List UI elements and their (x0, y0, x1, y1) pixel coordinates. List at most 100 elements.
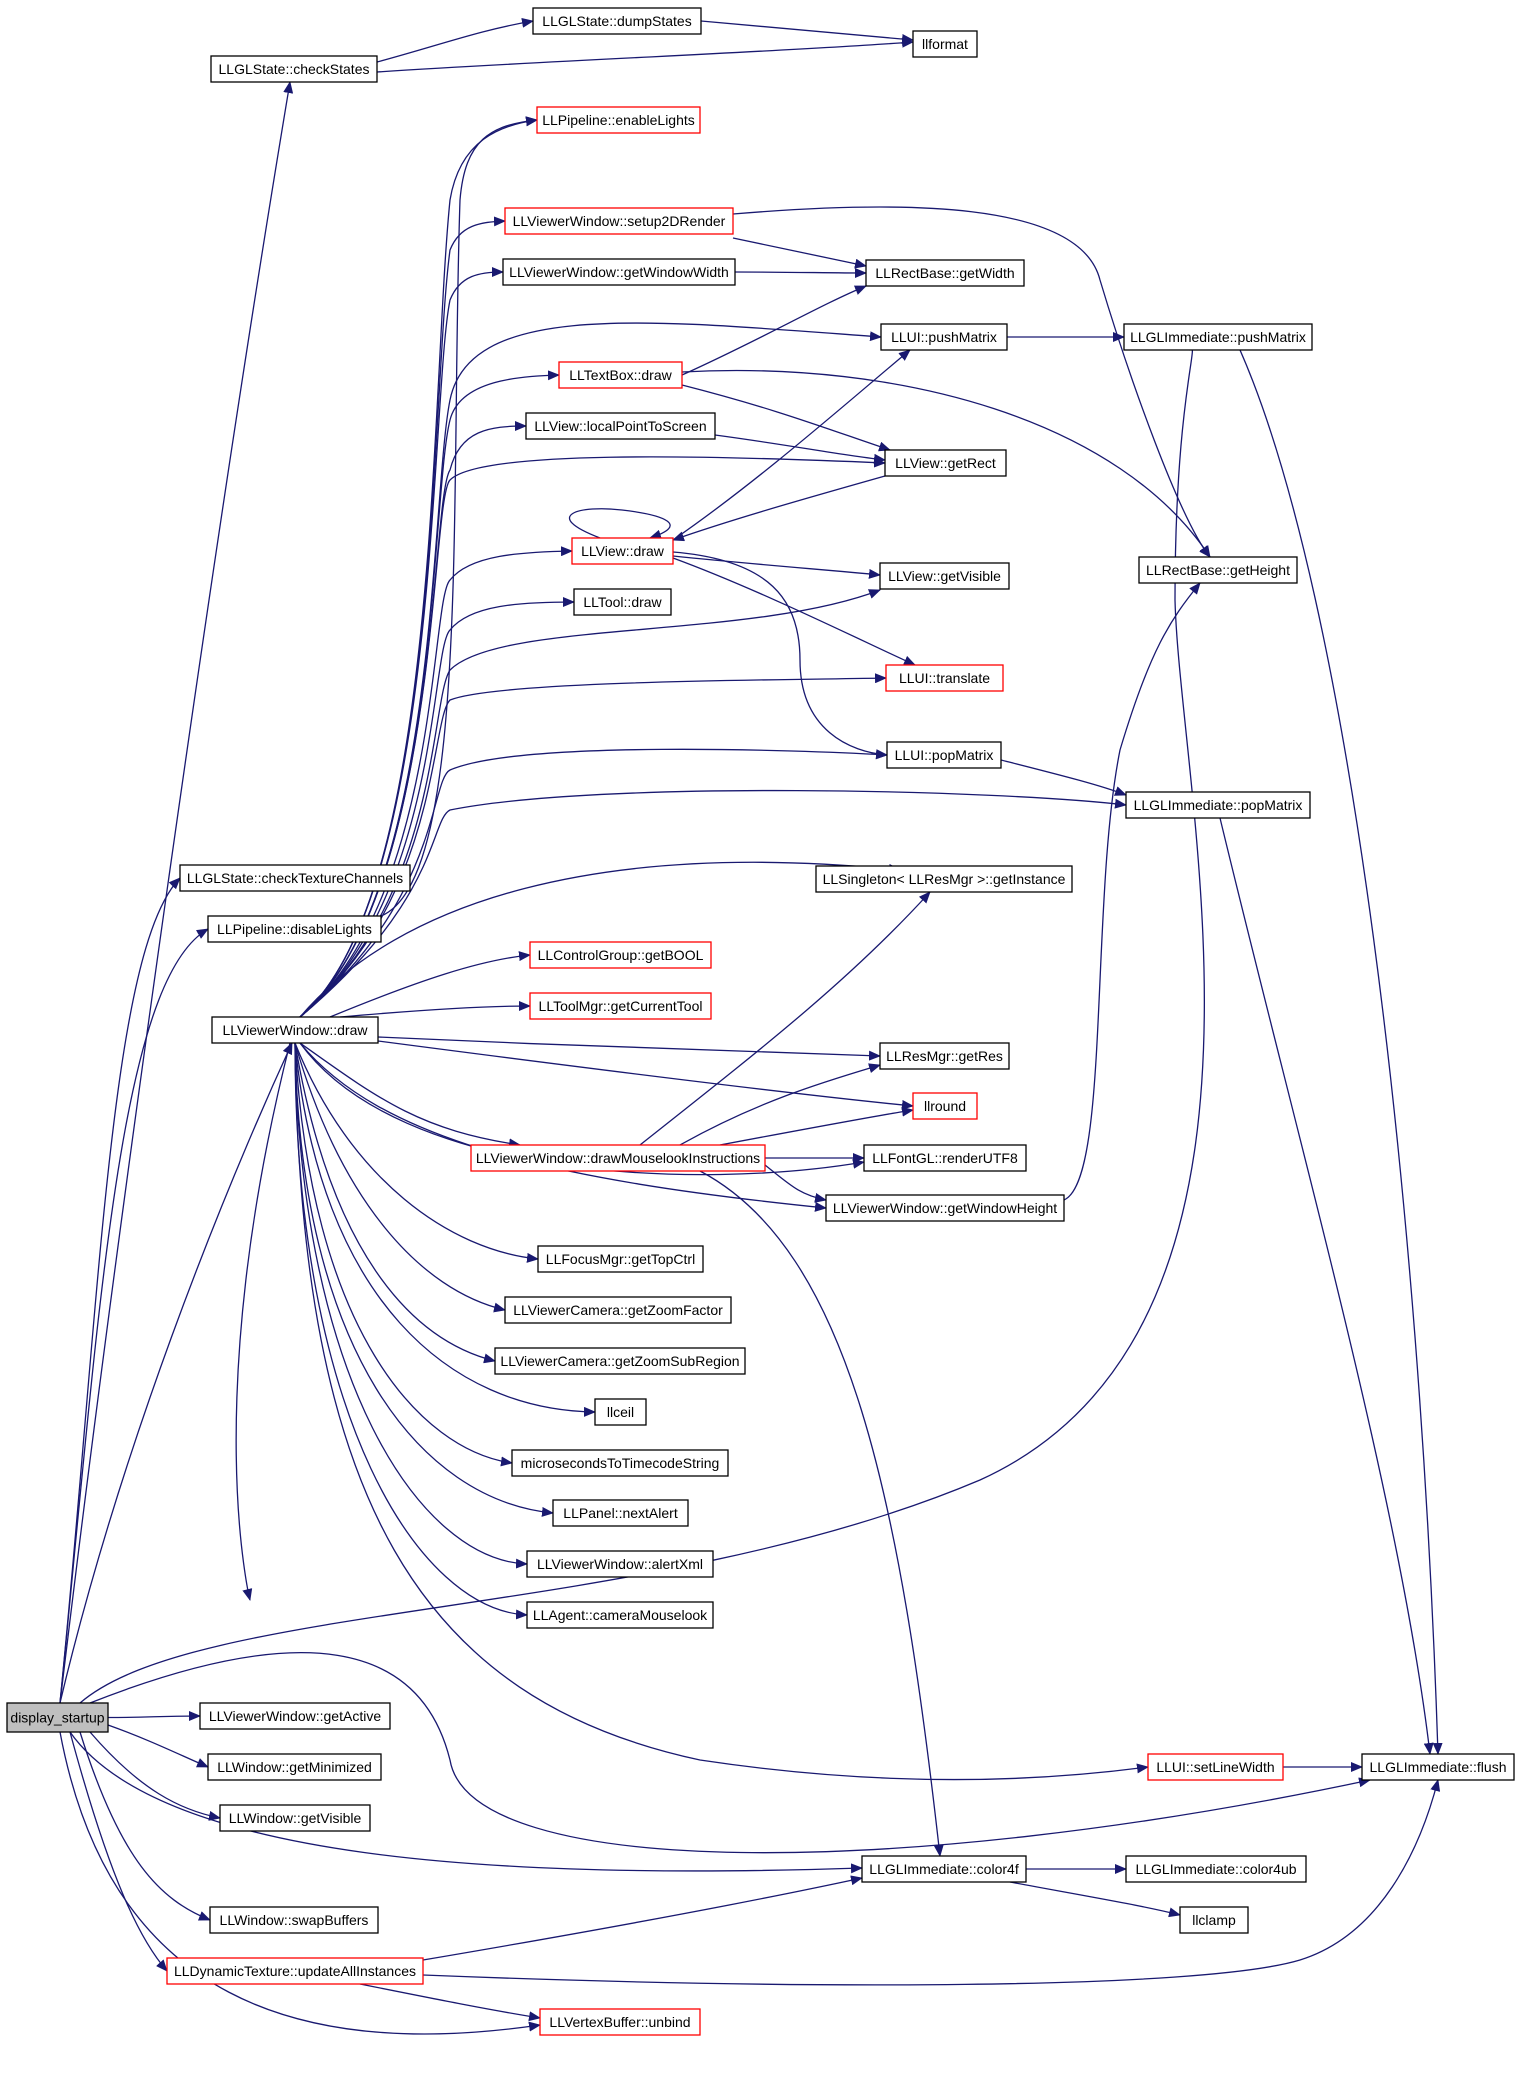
node-box (1361, 1753, 1515, 1781)
node-label: LLUI::pushMatrix (891, 329, 997, 345)
node-updateAllInstances[interactable]: LLDynamicTexture::updateAllInstances (166, 1957, 424, 1985)
edge-drawMouselook-to-getWindowHeight (764, 1164, 827, 1203)
node-llround[interactable]: llround (912, 1092, 978, 1120)
node-color4f[interactable]: LLGLImmediate::color4f (861, 1855, 1027, 1883)
node-textBoxDraw[interactable]: LLTextBox::draw (558, 361, 683, 389)
node-getRes[interactable]: LLResMgr::getRes (879, 1042, 1010, 1070)
node-label: LLDynamicTexture::updateAllInstances (174, 1963, 416, 1979)
node-translate[interactable]: LLUI::translate (885, 664, 1004, 692)
edge-uiPopMatrix-to-glPopMatrix (1000, 759, 1127, 796)
node-display_startup[interactable]: display_startup (6, 1702, 109, 1733)
node-box (1147, 1753, 1284, 1781)
node-getVisibleView[interactable]: LLView::getVisible (879, 562, 1010, 590)
node-getWindowWidth[interactable]: LLViewerWindow::getWindowWidth (502, 258, 736, 286)
node-renderUTF8[interactable]: LLFontGL::renderUTF8 (863, 1144, 1027, 1172)
node-color4ub[interactable]: LLGLImmediate::color4ub (1125, 1855, 1307, 1883)
edge-display_startup-to-color4f (69, 1731, 863, 1874)
node-label: LLGLImmediate::color4f (869, 1861, 1019, 1877)
edge-setup2DRender-to-getHeight (732, 206, 1211, 558)
node-localPointToScreen[interactable]: LLView::localPointToScreen (525, 412, 716, 440)
node-box (504, 1296, 732, 1324)
node-getHeight[interactable]: LLRectBase::getHeight (1138, 556, 1298, 584)
edge-checkStates-to-llformat (376, 37, 914, 73)
node-viewerDraw[interactable]: LLViewerWindow::draw (211, 1016, 379, 1044)
node-alertXml[interactable]: LLViewerWindow::alertXml (526, 1550, 714, 1578)
node-dumpStates[interactable]: LLGLState::dumpStates (532, 7, 702, 35)
node-box (529, 941, 712, 969)
edge-setup2DRender-to-getWidth (732, 237, 867, 269)
node-label: LLViewerWindow::setup2DRender (513, 213, 726, 229)
node-microseconds[interactable]: microsecondsToTimecodeString (511, 1449, 729, 1477)
node-label: LLResMgr::getRes (886, 1048, 1003, 1064)
edge-viewerDraw-to-getZoomSubRegion (294, 1042, 496, 1364)
node-label: LLView::getRect (895, 455, 996, 471)
node-box (885, 664, 1004, 692)
node-setup2DRender[interactable]: LLViewerWindow::setup2DRender (504, 207, 734, 235)
node-label: LLPipeline::disableLights (217, 921, 372, 937)
node-getRect[interactable]: LLView::getRect (884, 449, 1007, 477)
node-getZoomFactor[interactable]: LLViewerCamera::getZoomFactor (504, 1296, 732, 1324)
node-nextAlert[interactable]: LLPanel::nextAlert (552, 1499, 689, 1527)
node-getMinimized[interactable]: LLWindow::getMinimized (207, 1753, 382, 1781)
node-uiPopMatrix[interactable]: LLUI::popMatrix (886, 741, 1002, 769)
node-getBOOL[interactable]: LLControlGroup::getBOOL (529, 941, 712, 969)
node-getInstance[interactable]: LLSingleton< LLResMgr >::getInstance (815, 865, 1073, 893)
node-llclamp[interactable]: llclamp (1179, 1906, 1249, 1934)
edge-drawMouselook-to-color4f (699, 1170, 944, 1857)
edge-viewDraw-to-uiPushMatrix (672, 349, 911, 541)
edge-updateAllInstances-to-color4f (422, 1875, 863, 1961)
node-getTopCtrl[interactable]: LLFocusMgr::getTopCtrl (537, 1245, 704, 1273)
node-label: LLViewerWindow::getWindowWidth (509, 264, 729, 280)
node-getZoomSubRegion[interactable]: LLViewerCamera::getZoomSubRegion (494, 1347, 746, 1375)
node-getVisibleWin[interactable]: LLWindow::getVisible (219, 1804, 371, 1832)
edge-display_startup-to-flush (89, 1651, 1371, 1854)
node-uiPushMatrix[interactable]: LLUI::pushMatrix (880, 323, 1008, 351)
node-box (537, 1245, 704, 1273)
edge-display_startup-to-viewerDraw (59, 1042, 293, 1704)
node-checkTextureChannels[interactable]: LLGLState::checkTextureChannels (179, 864, 411, 892)
node-llformat[interactable]: llformat (912, 30, 978, 58)
node-glPopMatrix[interactable]: LLGLImmediate::popMatrix (1125, 791, 1311, 819)
node-box (861, 1855, 1027, 1883)
node-llceil[interactable]: llceil (594, 1398, 647, 1426)
node-label: LLToolMgr::getCurrentTool (539, 998, 703, 1014)
node-getWindowHeight[interactable]: LLViewerWindow::getWindowHeight (825, 1194, 1065, 1222)
node-disableLights[interactable]: LLPipeline::disableLights (207, 915, 382, 943)
node-viewDraw[interactable]: LLView::draw (571, 537, 674, 565)
node-swapBuffers[interactable]: LLWindow::swapBuffers (209, 1906, 379, 1934)
node-getCurrentTool[interactable]: LLToolMgr::getCurrentTool (529, 992, 712, 1020)
edge-display_startup-to-disableLights (59, 928, 209, 1704)
edge-drawMouselook-to-getInstance (639, 891, 931, 1146)
node-unbind[interactable]: LLVertexBuffer::unbind (539, 2008, 701, 2036)
node-cameraMouselook[interactable]: LLAgent::cameraMouselook (526, 1601, 714, 1629)
node-box (863, 1144, 1027, 1172)
node-getActive[interactable]: LLViewerWindow::getActive (199, 1702, 391, 1730)
node-toolDraw[interactable]: LLTool::draw (573, 588, 672, 616)
node-label: LLFontGL::renderUTF8 (872, 1150, 1018, 1166)
node-label: LLView::getVisible (888, 568, 1001, 584)
node-drawMouselook[interactable]: LLViewerWindow::drawMouselookInstruction… (470, 1144, 766, 1172)
node-box (525, 412, 716, 440)
node-checkStates[interactable]: LLGLState::checkStates (210, 55, 378, 83)
node-enableLights[interactable]: LLPipeline::enableLights (536, 106, 701, 134)
node-getWidth[interactable]: LLRectBase::getWidth (865, 259, 1025, 287)
node-label: LLViewerCamera::getZoomFactor (513, 1302, 723, 1318)
node-box (526, 1550, 714, 1578)
node-label: LLGLState::checkTextureChannels (187, 870, 403, 886)
node-flush[interactable]: LLGLImmediate::flush (1361, 1753, 1515, 1781)
node-label: LLUI::setLineWidth (1156, 1759, 1274, 1775)
node-glPushMatrix[interactable]: LLGLImmediate::pushMatrix (1123, 323, 1313, 351)
edge-viewerDraw-to-microseconds (294, 1042, 513, 1467)
node-label: LLViewerWindow::drawMouselookInstruction… (476, 1150, 760, 1166)
node-box (1123, 323, 1313, 351)
edge-viewerDraw-to-glPopMatrix (299, 789, 1127, 1018)
node-label: LLTextBox::draw (569, 367, 672, 383)
node-label: llceil (607, 1404, 634, 1420)
node-label: llformat (922, 36, 968, 52)
node-box (539, 2008, 701, 2036)
edge-display_startup-to-swapBuffers (79, 1731, 211, 1921)
node-label: LLControlGroup::getBOOL (538, 947, 704, 963)
node-setLineWidth[interactable]: LLUI::setLineWidth (1147, 1753, 1284, 1781)
nodes-layer: display_startupLLGLState::checkStatesLLG… (6, 7, 1515, 2036)
